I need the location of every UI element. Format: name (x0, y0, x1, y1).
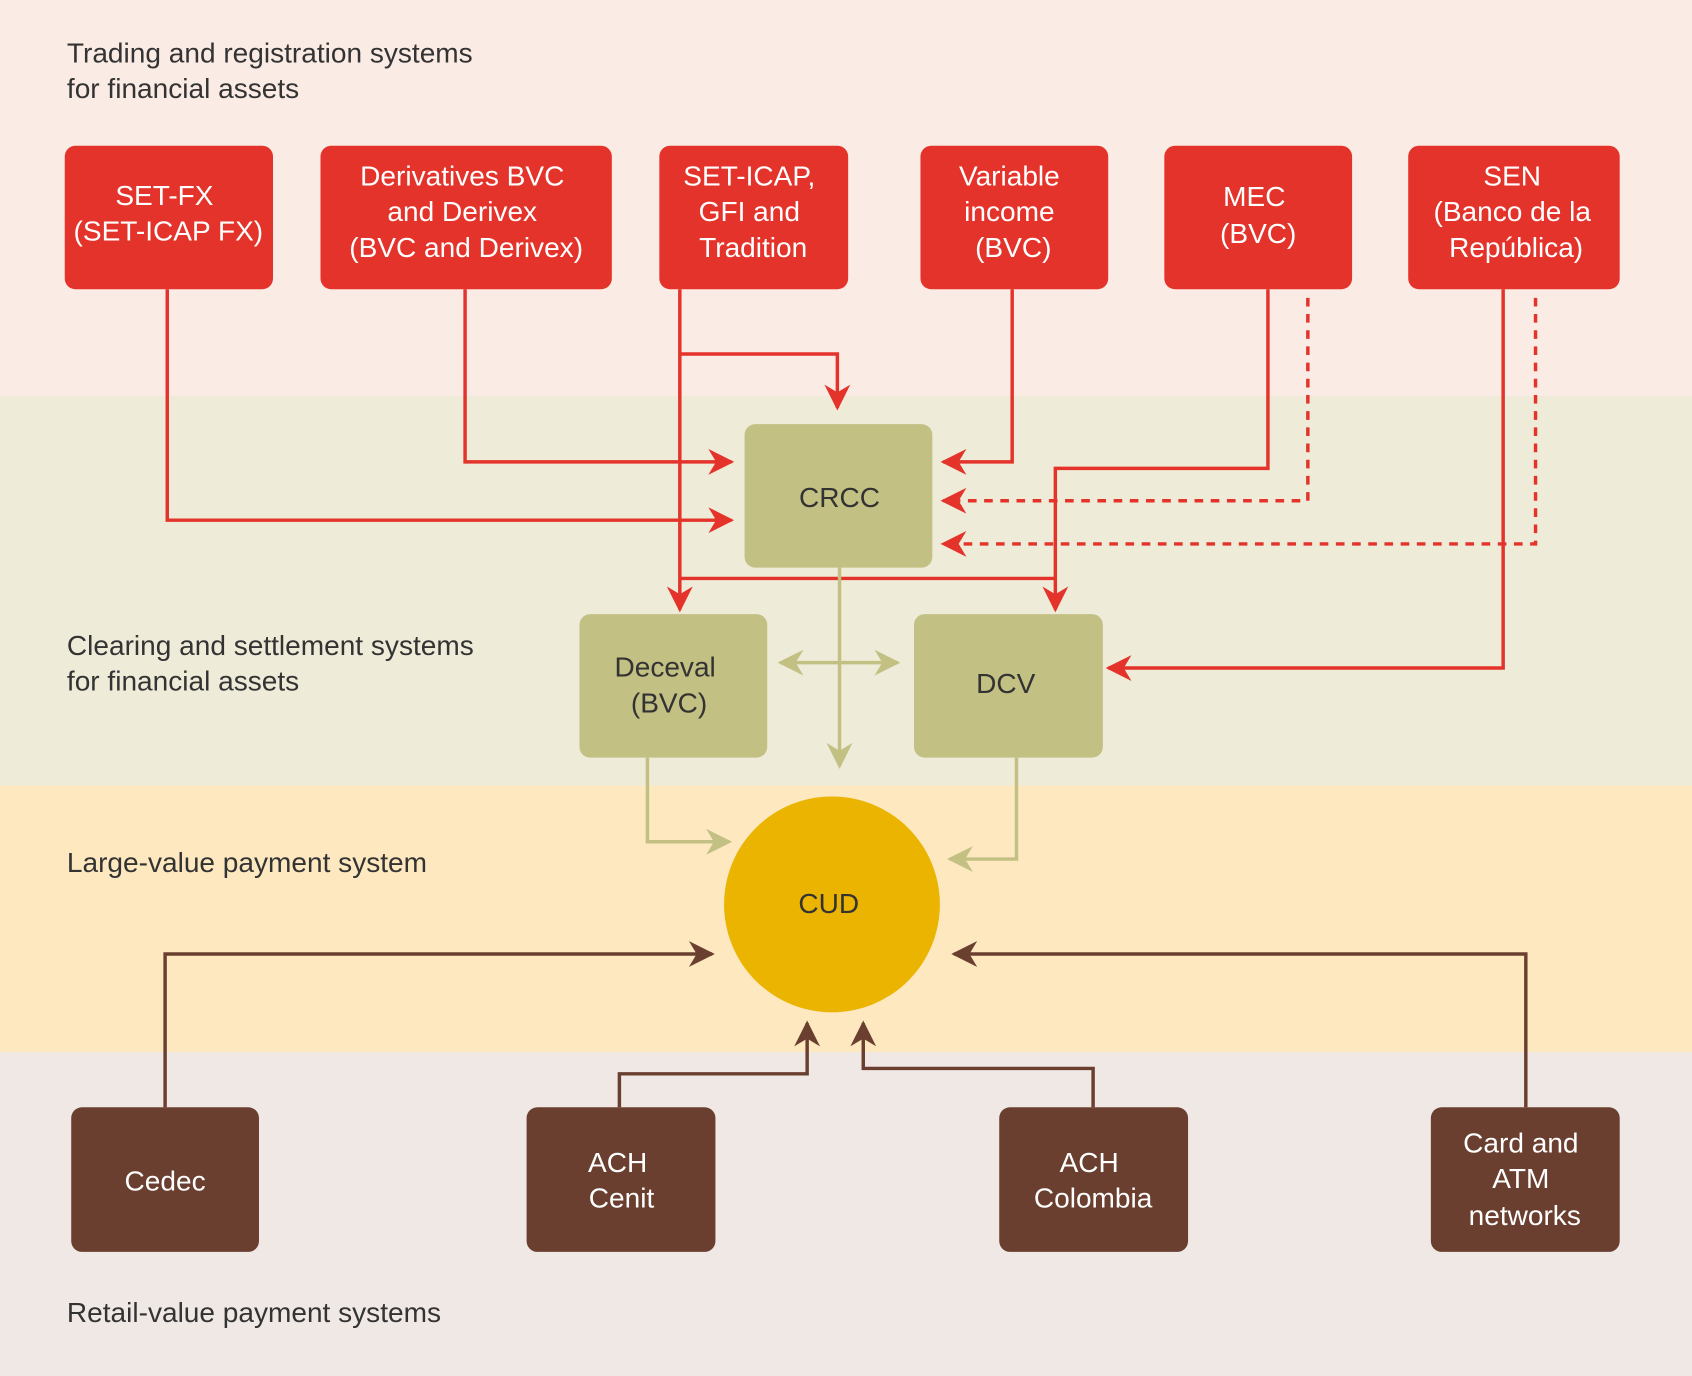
node-card-atm[interactable]: Card and ATM networks (1430, 1107, 1620, 1252)
edge-dcv-cud (947, 757, 1019, 873)
node-ach-cenit-label: ACH Cenit (588, 1147, 655, 1214)
edge-sen-crcc-dotted (940, 297, 1538, 557)
edge-achcenit-cud (617, 1020, 821, 1108)
node-set-fx[interactable]: SET-FX (SET-ICAP FX) (64, 145, 274, 290)
band-label-retail: Retail-value payment systems (67, 1297, 441, 1328)
node-dcv[interactable]: DCV (913, 614, 1103, 758)
node-cedec-label: Cedec (125, 1165, 206, 1196)
node-ach-colombia[interactable]: ACH Colombia (999, 1107, 1189, 1252)
node-cud-label: CUD (798, 888, 859, 919)
node-mec-label: MEC (BVC) (1220, 181, 1296, 249)
edge-deceval-cud (645, 757, 733, 855)
node-cedec[interactable]: Cedec (71, 1107, 259, 1252)
edge-cedec-cud (163, 941, 715, 1108)
edge-sen-dcv (1105, 289, 1505, 681)
edge-cardatm-cud (951, 941, 1528, 1108)
band-label-trading: Trading and registration systems for fin… (67, 38, 481, 105)
node-set-icap-label: SET-ICAP, GFI and Tradition (683, 161, 823, 263)
band-label-clearing: Clearing and settlement systems for fina… (67, 630, 482, 697)
edge-derivatives-crcc (463, 289, 735, 475)
edge-achcolombia-cud (850, 1020, 1095, 1108)
node-crcc-label: CRCC (799, 482, 880, 513)
node-sen-label: SEN (Banco de la República) (1433, 161, 1598, 263)
edge-setfx-crcc (165, 289, 735, 534)
band-label-trading-line2: for financial assets (67, 73, 299, 104)
node-derivatives[interactable]: Derivatives BVC and Derivex (BVC and Der… (320, 145, 612, 290)
edge-mec-crcc-dotted (940, 297, 1310, 514)
node-crcc[interactable]: CRCC (744, 424, 933, 568)
node-deceval[interactable]: Deceval (BVC) (579, 614, 768, 758)
node-set-fx-label: SET-FX (SET-ICAP FX) (74, 180, 264, 247)
band-label-clearing-line2: for financial assets (67, 666, 299, 697)
node-cud[interactable]: CUD (724, 796, 940, 1013)
node-mec[interactable]: MEC (BVC) (1164, 145, 1353, 290)
node-variable-income-label: Variable income (BVC) (959, 161, 1068, 263)
node-card-atm-label: Card and ATM networks (1463, 1128, 1586, 1231)
node-sen[interactable]: SEN (Banco de la República) (1408, 145, 1620, 290)
node-dcv-label: DCV (976, 668, 1036, 699)
band-label-large-value: Large-value payment system (67, 847, 427, 878)
node-derivatives-label: Derivatives BVC and Derivex (BVC and Der… (349, 161, 583, 263)
edge-seticap-crcc (679, 352, 851, 411)
band-retail (0, 1052, 1692, 1376)
band-label-trading-line1: Trading and registration systems (67, 38, 473, 69)
node-ach-colombia-label: ACH Colombia (1034, 1147, 1153, 1214)
band-label-clearing-line1: Clearing and settlement systems (67, 630, 474, 661)
edge-variable-crcc (940, 289, 1014, 475)
node-ach-cenit[interactable]: ACH Cenit (526, 1107, 716, 1252)
node-deceval-label: Deceval (BVC) (614, 652, 723, 719)
node-variable-income[interactable]: Variable income (BVC) (920, 145, 1109, 290)
edge-mec-dcv (1042, 289, 1270, 613)
node-set-icap[interactable]: SET-ICAP, GFI and Tradition (659, 145, 849, 290)
